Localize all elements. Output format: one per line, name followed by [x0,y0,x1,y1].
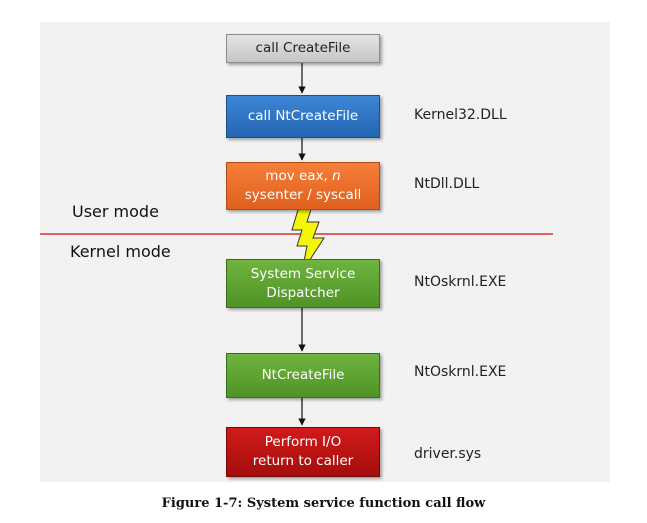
box-label: Perform I/O [264,434,342,450]
box-label: System Service [250,265,356,282]
box-label: mov eax, n [265,168,341,184]
lightning-bolt-icon [291,202,325,273]
box-label: return to caller [252,453,354,469]
call-ntcreatefile-box: call NtCreateFile [226,95,380,138]
side-label-driver: driver.sys [414,446,482,462]
side-label-ntdll: NtDll.DLL [414,176,480,192]
kernel-mode-label: Kernel mode [70,242,171,261]
perform-io-box: Perform I/O return to caller [226,427,380,477]
figure-caption: Figure 1-7: System service function call… [161,496,486,511]
side-label-ntoskrnl-dispatcher: NtOskrnl.EXE [414,274,507,290]
box-label: Dispatcher [266,284,340,301]
box-label: sysenter / syscall [244,187,362,203]
user-mode-label: User mode [72,202,159,221]
box-label: call NtCreateFile [247,108,359,124]
ntcreatefile-box: NtCreateFile [226,353,380,398]
system-service-dispatcher-box: System Service Dispatcher [226,259,380,308]
mov-eax-box: mov eax, n sysenter / syscall [226,162,380,210]
box-label: call CreateFile [255,40,351,56]
call-createfile-box: call CreateFile [226,34,380,63]
side-label-kernel32: Kernel32.DLL [414,107,507,123]
side-label-ntoskrnl-ntcreatefile: NtOskrnl.EXE [414,364,507,380]
box-label: NtCreateFile [261,367,345,383]
